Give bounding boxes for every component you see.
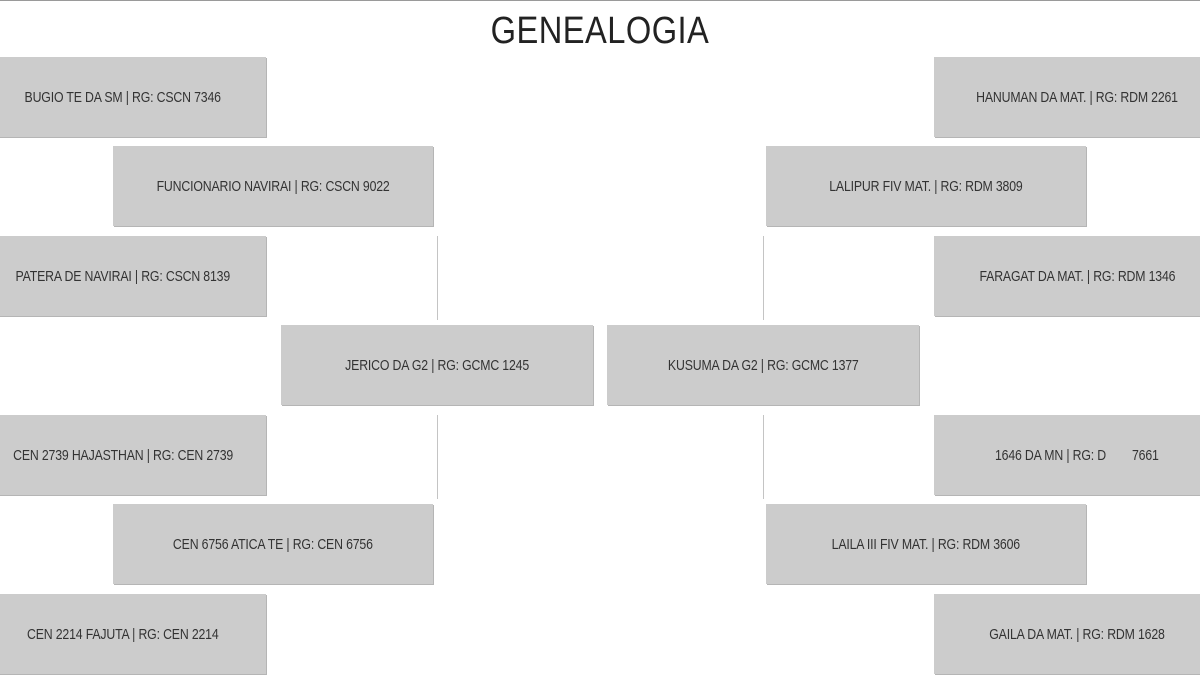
node-left-granddam: CEN 6756 ATICA TE | RG: CEN 6756	[113, 504, 433, 584]
node-label: FARAGAT DA MAT. | RG: RDM 1346	[979, 267, 1175, 285]
node-label: CEN 2214 FAJUTA | RG: CEN 2214	[27, 625, 219, 643]
connector-left-bottom	[437, 415, 438, 499]
top-rule	[0, 0, 1200, 1]
node-label: GAILA DA MAT. | RG: RDM 1628	[989, 625, 1165, 643]
node-label: KUSUMA DA G2 | RG: GCMC 1377	[667, 356, 859, 374]
node-left-grandsire: FUNCIONARIO NAVIRAI | RG: CSCN 9022	[113, 146, 433, 226]
node-sire: JERICO DA G2 | RG: GCMC 1245	[281, 325, 593, 405]
node-right-dam-sire: 1646 DA MN | RG: D 7661	[934, 415, 1200, 495]
node-label: PATERA DE NAVIRAI | RG: CSCN 8139	[15, 267, 231, 285]
node-left-dam-dam: CEN 2214 FAJUTA | RG: CEN 2214	[0, 594, 266, 674]
node-right-dam-dam: GAILA DA MAT. | RG: RDM 1628	[934, 594, 1200, 674]
node-label: BUGIO TE DA SM | RG: CSCN 7346	[24, 88, 222, 106]
page-title: GENEALOGIA	[490, 10, 710, 52]
connector-left-top	[437, 236, 438, 320]
node-label: 1646 DA MN | RG: D 7661	[995, 446, 1159, 464]
node-right-granddam: LAILA III FIV MAT. | RG: RDM 3606	[766, 504, 1086, 584]
node-left-great-granddam: PATERA DE NAVIRAI | RG: CSCN 8139	[0, 236, 266, 316]
node-right-great-grandsire: HANUMAN DA MAT. | RG: RDM 2261	[934, 57, 1200, 137]
node-label: HANUMAN DA MAT. | RG: RDM 2261	[976, 88, 1178, 106]
node-label: CEN 6756 ATICA TE | RG: CEN 6756	[173, 535, 373, 553]
connector-right-top	[763, 236, 764, 320]
node-label: LAILA III FIV MAT. | RG: RDM 3606	[831, 535, 1021, 553]
node-dam: KUSUMA DA G2 | RG: GCMC 1377	[607, 325, 919, 405]
node-left-great-grandsire: BUGIO TE DA SM | RG: CSCN 7346	[0, 57, 266, 137]
node-label: CEN 2739 HAJASTHAN | RG: CEN 2739	[13, 446, 233, 464]
node-label: JERICO DA G2 | RG: GCMC 1245	[345, 356, 529, 374]
node-right-grandsire: LALIPUR FIV MAT. | RG: RDM 3809	[766, 146, 1086, 226]
connector-right-bottom	[763, 415, 764, 499]
node-label: LALIPUR FIV MAT. | RG: RDM 3809	[829, 177, 1023, 195]
node-right-great-granddam: FARAGAT DA MAT. | RG: RDM 1346	[934, 236, 1200, 316]
node-left-dam-sire: CEN 2739 HAJASTHAN | RG: CEN 2739	[0, 415, 266, 495]
node-label: FUNCIONARIO NAVIRAI | RG: CSCN 9022	[156, 177, 390, 195]
